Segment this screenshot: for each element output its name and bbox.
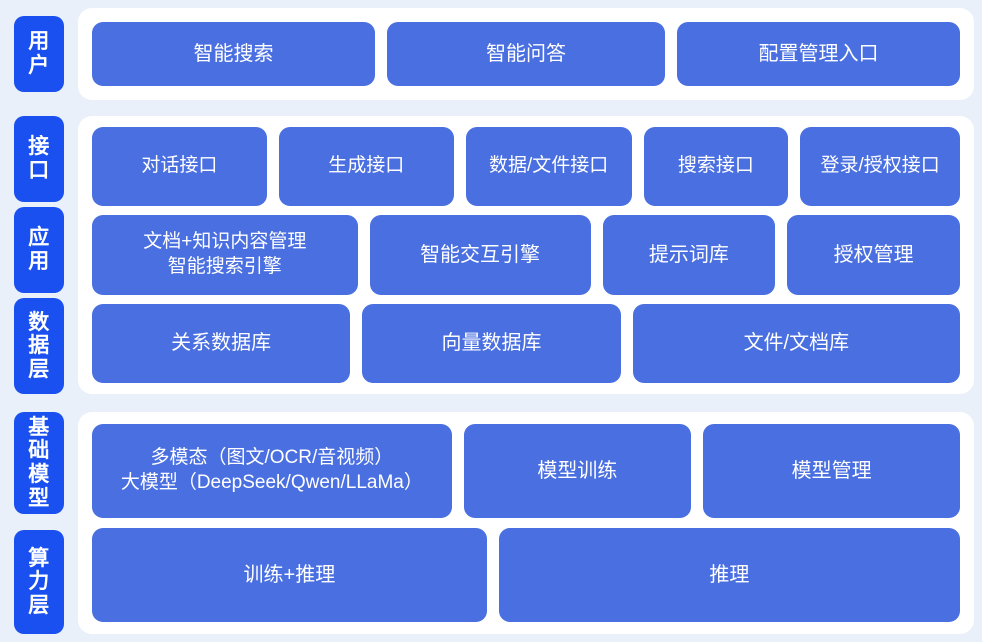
layer-tab-application[interactable]: 应用 xyxy=(14,207,64,293)
layer-tab-column-user: 用户 xyxy=(0,8,64,100)
box-inference[interactable]: 推理 xyxy=(498,528,960,622)
layer-panel-user: 智能搜索 智能问答 配置管理入口 xyxy=(78,8,974,100)
box-login-auth-api[interactable]: 登录/授权接口 xyxy=(800,127,961,207)
layer-tab-interface[interactable]: 接口 xyxy=(14,116,64,202)
box-search-api[interactable]: 搜索接口 xyxy=(643,127,789,207)
box-file-document-store[interactable]: 文件/文档库 xyxy=(632,303,960,383)
layer-tab-base-model[interactable]: 基础模型 xyxy=(14,412,64,514)
row-interface-entries: 对话接口 生成接口 数据/文件接口 搜索接口 登录/授权接口 xyxy=(92,127,961,207)
row-base-model-entries: 多模态（图文/OCR/音视频） 大模型（DeepSeek/Qwen/LLaMa）… xyxy=(92,424,960,518)
layer-panel-base: 多模态（图文/OCR/音视频） 大模型（DeepSeek/Qwen/LLaMa）… xyxy=(78,412,974,634)
box-model-training[interactable]: 模型训练 xyxy=(463,424,692,518)
box-model-management[interactable]: 模型管理 xyxy=(703,424,960,518)
layer-tab-compute-label: 算力层 xyxy=(28,546,50,617)
layer-section-base: 基础模型 算力层 多模态（图文/OCR/音视频） 大模型（DeepSeek/Qw… xyxy=(0,412,982,634)
layer-tab-interface-label: 接口 xyxy=(28,135,50,182)
layer-section-core: 接口 应用 数据层 对话接口 生成接口 数据/文件接口 搜索接口 登录/授权接口… xyxy=(0,116,982,394)
layer-section-user: 用户 智能搜索 智能问答 配置管理入口 xyxy=(0,8,982,100)
box-config-management-entry[interactable]: 配置管理入口 xyxy=(676,22,961,86)
box-relational-database[interactable]: 关系数据库 xyxy=(92,303,351,383)
box-smart-interaction-engine[interactable]: 智能交互引擎 xyxy=(369,215,591,295)
row-user-entries: 智能搜索 智能问答 配置管理入口 xyxy=(92,22,961,86)
box-authorization-management[interactable]: 授权管理 xyxy=(787,215,961,295)
layer-panel-core: 对话接口 生成接口 数据/文件接口 搜索接口 登录/授权接口 文档+知识内容管理… xyxy=(78,116,974,394)
row-compute-entries: 训练+推理 推理 xyxy=(92,528,960,622)
layer-tab-column-base: 基础模型 算力层 xyxy=(0,412,64,634)
box-generation-api[interactable]: 生成接口 xyxy=(278,127,454,207)
layer-tab-compute[interactable]: 算力层 xyxy=(14,530,64,634)
box-smart-qa[interactable]: 智能问答 xyxy=(387,22,665,86)
layer-tab-data[interactable]: 数据层 xyxy=(14,298,64,394)
layer-tab-base-model-label: 基础模型 xyxy=(28,415,50,510)
row-data-entries: 关系数据库 向量数据库 文件/文档库 xyxy=(92,303,960,383)
layer-tab-column-core: 接口 应用 数据层 xyxy=(0,116,64,394)
box-data-file-api[interactable]: 数据/文件接口 xyxy=(465,127,632,207)
layer-tab-user-label: 用户 xyxy=(28,30,50,77)
row-application-entries: 文档+知识内容管理 智能搜索引擎 智能交互引擎 提示词库 授权管理 xyxy=(92,215,961,295)
box-vector-database[interactable]: 向量数据库 xyxy=(362,303,621,383)
box-document-knowledge-management[interactable]: 文档+知识内容管理 智能搜索引擎 xyxy=(92,215,358,295)
layer-tab-application-label: 应用 xyxy=(28,226,50,273)
layer-tab-user[interactable]: 用户 xyxy=(14,16,64,92)
box-training-and-inference[interactable]: 训练+推理 xyxy=(92,528,487,622)
box-prompt-library[interactable]: 提示词库 xyxy=(602,215,776,295)
layer-tab-data-label: 数据层 xyxy=(28,310,50,381)
box-multimodal-large-model[interactable]: 多模态（图文/OCR/音视频） 大模型（DeepSeek/Qwen/LLaMa） xyxy=(92,424,452,518)
box-smart-search[interactable]: 智能搜索 xyxy=(92,22,376,86)
box-dialog-api[interactable]: 对话接口 xyxy=(92,127,267,207)
